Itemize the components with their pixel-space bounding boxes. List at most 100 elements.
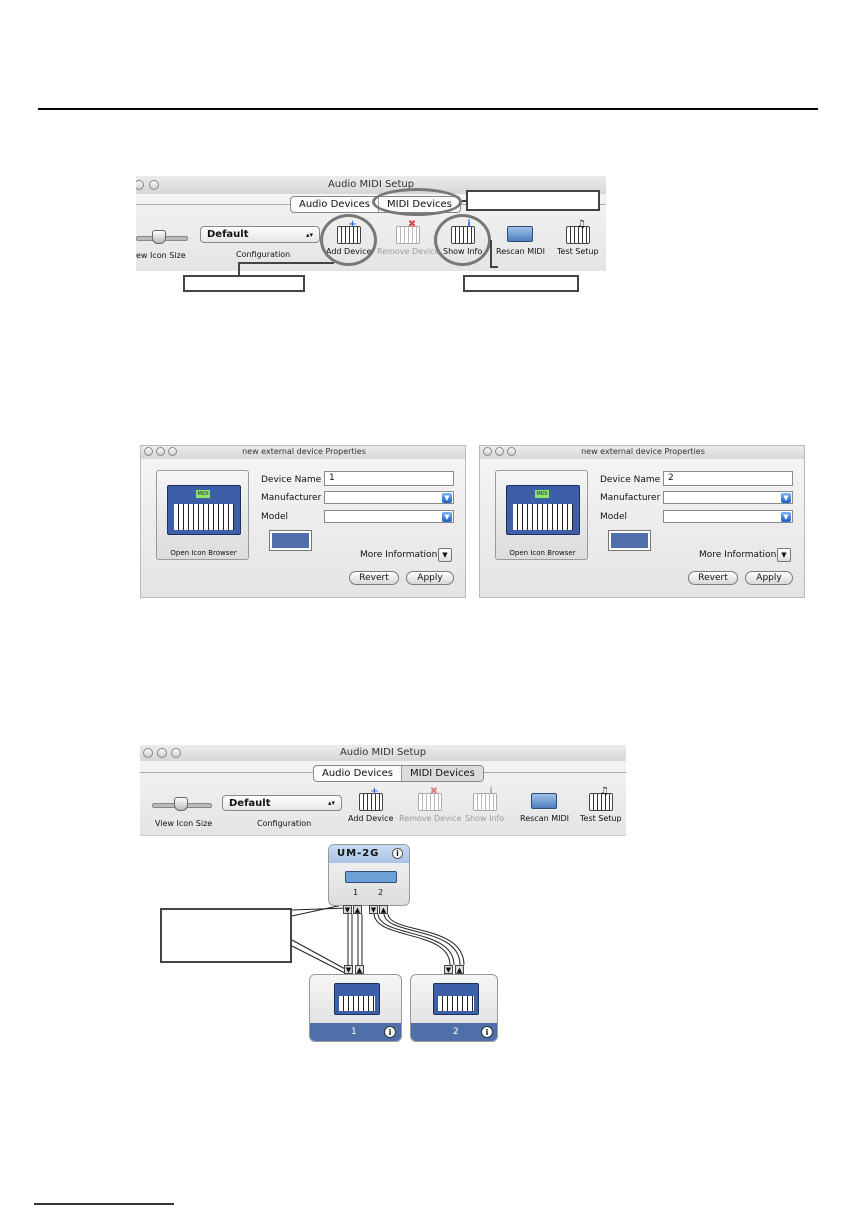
more-information-disclosure[interactable]: ▼ xyxy=(777,548,791,562)
zoom-button[interactable] xyxy=(168,447,177,456)
info-icon[interactable]: i xyxy=(392,848,403,859)
minimize-button[interactable] xyxy=(495,447,504,456)
apply-button[interactable]: Apply xyxy=(406,571,454,585)
test-setup-icon: ♫ xyxy=(588,786,613,811)
color-swatch[interactable] xyxy=(608,530,651,551)
port-label-1: 1 xyxy=(353,888,359,897)
callout-connector xyxy=(490,266,498,268)
rescan-midi-label: Rescan MIDI xyxy=(496,247,545,256)
footer-fragment xyxy=(34,1203,174,1208)
device-name-label: Device Name xyxy=(261,475,322,485)
minimize-button[interactable] xyxy=(157,748,167,758)
window-title: Audio MIDI Setup xyxy=(327,179,415,190)
add-device-button[interactable]: + Add Device xyxy=(348,786,393,823)
open-icon-browser-label: Open Icon Browser xyxy=(170,549,237,557)
remove-device-label: Remove Device xyxy=(377,247,440,256)
chevron-down-icon: ▼ xyxy=(781,512,791,522)
icon-browser-button[interactable]: MIDI Open Icon Browser xyxy=(156,470,249,560)
tab-midi-devices[interactable]: MIDI Devices xyxy=(401,766,483,781)
callout-box-cables xyxy=(160,908,292,963)
manufacturer-label: Manufacturer xyxy=(600,493,661,503)
rescan-midi-button[interactable]: Rescan MIDI xyxy=(520,793,569,823)
icon-browser-button[interactable]: MIDI Open Icon Browser xyxy=(495,470,588,560)
port-out-arrow-icon[interactable]: ▲ xyxy=(455,965,464,974)
device-name-field[interactable]: 2 xyxy=(663,471,793,486)
port-in-arrow-icon[interactable]: ▲ xyxy=(379,905,388,914)
revert-button[interactable]: Revert xyxy=(688,571,738,585)
port-out-arrow-icon[interactable]: ▼ xyxy=(343,905,352,914)
callout-connector xyxy=(238,262,334,264)
external-device-2[interactable]: 2 i xyxy=(410,974,498,1042)
model-dropdown[interactable]: ▼ xyxy=(663,510,793,523)
manufacturer-dropdown[interactable]: ▼ xyxy=(663,491,793,504)
zoom-button[interactable] xyxy=(507,447,516,456)
chevron-down-icon: ▼ xyxy=(442,493,452,503)
rescan-midi-label: Rescan MIDI xyxy=(520,814,569,823)
window-title: new external device Properties xyxy=(581,447,705,456)
close-button[interactable] xyxy=(144,447,153,456)
icon-size-slider-knob[interactable] xyxy=(174,797,188,811)
info-icon[interactable]: i xyxy=(384,1026,396,1038)
configuration-value: Default xyxy=(207,229,249,240)
model-label: Model xyxy=(261,512,289,522)
add-device-highlight-ring xyxy=(320,214,377,266)
port-in-arrow-icon[interactable]: ▲ xyxy=(353,905,362,914)
port-in-arrow-icon[interactable]: ▼ xyxy=(344,965,353,974)
manufacturer-dropdown[interactable]: ▼ xyxy=(324,491,454,504)
test-setup-button[interactable]: ♫ Test Setup xyxy=(580,786,622,823)
remove-device-icon: ✖ xyxy=(418,786,443,811)
info-icon[interactable]: i xyxy=(481,1026,493,1038)
interface-um2g[interactable]: UM-2G i 1 2 xyxy=(328,844,410,906)
more-information-label: More Information xyxy=(699,550,777,560)
tab-audio-devices[interactable]: Audio Devices xyxy=(299,199,371,210)
color-swatch-fill xyxy=(611,533,648,548)
color-swatch-fill xyxy=(272,533,309,548)
show-info-button[interactable]: i Show Info xyxy=(465,786,504,823)
keys xyxy=(438,996,474,1011)
chevron-down-icon: ▼ xyxy=(781,493,791,503)
page-divider xyxy=(38,108,818,110)
color-swatch[interactable] xyxy=(269,530,312,551)
minimize-button[interactable] xyxy=(156,447,165,456)
model-dropdown[interactable]: ▼ xyxy=(324,510,454,523)
midi-devices-highlight-ring xyxy=(372,188,462,216)
keys xyxy=(339,996,375,1011)
keyboard-icon xyxy=(334,983,380,1015)
icon-size-slider-knob[interactable] xyxy=(152,230,166,244)
show-info-highlight-ring xyxy=(434,214,491,266)
test-setup-button[interactable]: ♫ Test Setup xyxy=(557,219,599,256)
more-information-disclosure[interactable]: ▼ xyxy=(438,548,452,562)
configuration-popup[interactable]: Default ▴▾ xyxy=(200,226,320,243)
minimize-button[interactable] xyxy=(149,180,159,190)
revert-button[interactable]: Revert xyxy=(349,571,399,585)
close-button[interactable] xyxy=(483,447,492,456)
midi-display: MIDI xyxy=(196,490,210,498)
window-body: Audio Devices MIDI Devices View Icon Siz… xyxy=(140,761,626,835)
remove-device-button[interactable]: ✖ Remove Device xyxy=(399,786,462,823)
port-in-arrow-icon[interactable]: ▼ xyxy=(444,965,453,974)
configuration-popup[interactable]: Default ▴▾ xyxy=(222,795,342,811)
close-button[interactable] xyxy=(136,180,144,190)
interface-header xyxy=(329,845,409,863)
show-info-icon: i xyxy=(472,786,497,811)
close-button[interactable] xyxy=(143,748,153,758)
port-out-arrow-icon[interactable]: ▲ xyxy=(355,965,364,974)
rescan-midi-button[interactable]: Rescan MIDI xyxy=(496,226,545,256)
more-information-label: More Information xyxy=(360,550,438,560)
window-title: new external device Properties xyxy=(242,447,366,456)
keys xyxy=(513,504,573,530)
remove-device-button[interactable]: ✖ Remove Device xyxy=(377,219,440,256)
port-out-arrow-icon[interactable]: ▼ xyxy=(369,905,378,914)
zoom-button[interactable] xyxy=(171,748,181,758)
device-name-field[interactable]: 1 xyxy=(324,471,454,486)
window-title: Audio MIDI Setup xyxy=(339,747,427,758)
screenshot-audio-midi-setup-window: Audio MIDI Setup Audio Devices MIDI Devi… xyxy=(140,745,626,835)
port-label-2: 2 xyxy=(378,888,384,897)
external-device-1[interactable]: 1 i xyxy=(309,974,402,1042)
remove-device-label: Remove Device xyxy=(399,814,462,823)
keyboard-icon: MIDI xyxy=(167,485,241,535)
apply-button[interactable]: Apply xyxy=(745,571,793,585)
tab-audio-devices[interactable]: Audio Devices xyxy=(322,768,394,779)
device-name: 2 xyxy=(453,1027,459,1037)
test-setup-label: Test Setup xyxy=(580,814,622,823)
